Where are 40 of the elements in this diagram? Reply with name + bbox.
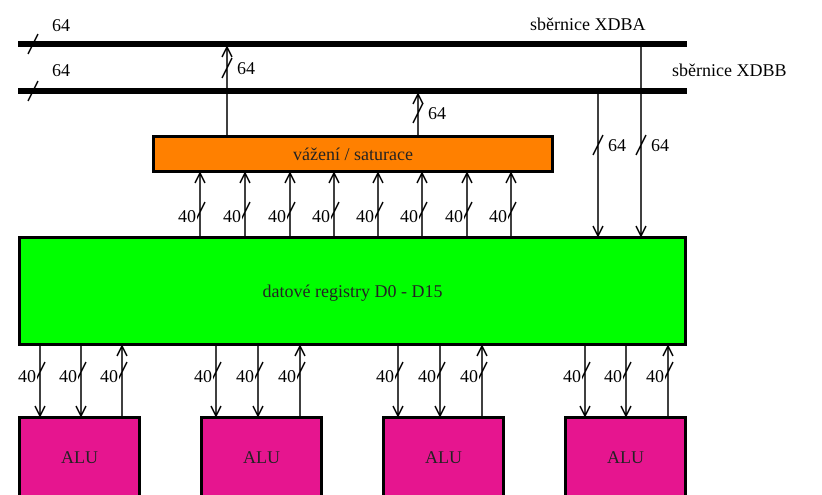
arrow bbox=[461, 172, 473, 236]
bus-label: sběrnice XDBA bbox=[530, 14, 646, 34]
arrow bbox=[505, 172, 517, 236]
bus-width-label: 64 bbox=[52, 60, 70, 80]
arrow bbox=[392, 346, 404, 417]
arrow bbox=[412, 93, 424, 135]
processing-block bbox=[152, 135, 554, 173]
arrow bbox=[476, 345, 488, 416]
bus-label: sběrnice XDBB bbox=[672, 60, 786, 80]
arrow bbox=[116, 345, 128, 416]
arrow bbox=[294, 345, 306, 416]
alu-block bbox=[200, 416, 323, 495]
arrow bbox=[221, 46, 233, 135]
arrow bbox=[372, 172, 384, 236]
block-label: ALU bbox=[425, 446, 462, 468]
arrow bbox=[328, 172, 340, 236]
arrow bbox=[579, 346, 591, 417]
arrow bbox=[434, 346, 446, 417]
arrow bbox=[592, 94, 604, 237]
alu-block bbox=[18, 416, 141, 495]
alu-block bbox=[382, 416, 505, 495]
arrow bbox=[284, 172, 296, 236]
arrow bbox=[210, 346, 222, 417]
arrow bbox=[635, 47, 647, 237]
arrow bbox=[620, 346, 632, 417]
register-block bbox=[18, 236, 687, 346]
bus-width-label: 64 bbox=[52, 15, 70, 35]
block-label: vážení / saturace bbox=[293, 144, 413, 164]
arrow bbox=[252, 346, 264, 417]
arrow bbox=[416, 172, 428, 236]
block-label: ALU bbox=[61, 446, 98, 468]
block-label: datové registry D0 - D15 bbox=[262, 280, 442, 302]
arrow bbox=[239, 172, 251, 236]
arrow bbox=[194, 172, 206, 236]
arrow bbox=[662, 345, 674, 416]
block-label: ALU bbox=[243, 446, 280, 468]
arrow bbox=[34, 346, 46, 417]
block-label: ALU bbox=[607, 446, 644, 468]
alu-block bbox=[564, 416, 687, 495]
arrow bbox=[75, 346, 87, 417]
